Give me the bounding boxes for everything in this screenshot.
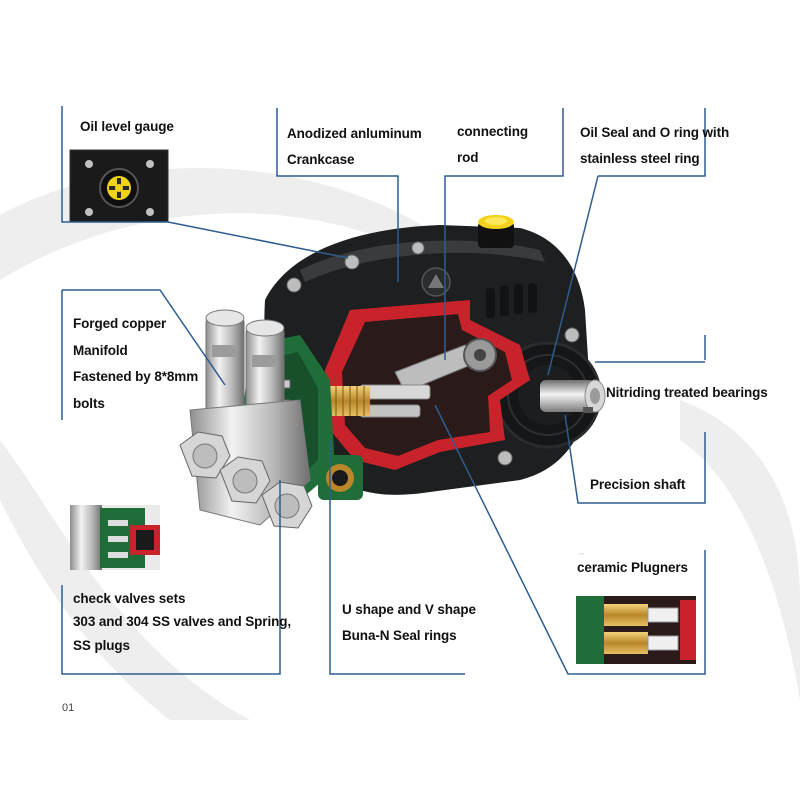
label-manifold-line2: Manifold <box>73 343 128 358</box>
label-precision-shaft: Precision shaft <box>590 477 686 492</box>
label-ceramic-plungers: ceramic Plugners <box>577 560 688 575</box>
label-seal-rings-line2: Buna-N Seal rings <box>342 628 457 643</box>
svg-text:·-·: ·-· <box>578 551 585 558</box>
label-check-valves-line3: SS plugs <box>73 638 130 653</box>
label-crankcase-line1: Anodized anluminum <box>287 126 422 141</box>
inset-ceramic-plungers <box>576 596 696 664</box>
precision-shaft-shape <box>540 379 606 413</box>
label-oil-seal-line2: stainless steel ring <box>580 151 700 166</box>
label-manifold-line3: Fastened by 8*8mm <box>73 369 199 384</box>
inset-oil-gauge <box>69 149 169 223</box>
label-manifold-line4: bolts <box>73 396 105 411</box>
oil-cap <box>478 215 514 248</box>
label-crankcase-line2: Crankcase <box>287 152 355 167</box>
label-oil-seal-line1: Oil Seal and O ring with <box>580 125 730 140</box>
page-number: 01 <box>62 702 75 714</box>
pump-illustration <box>179 215 606 529</box>
label-bearings: Nitriding treated bearings <box>606 385 768 400</box>
inset-check-valves <box>70 505 160 570</box>
label-manifold-line1: Forged copper <box>73 316 167 331</box>
label-seal-rings-line1: U shape and V shape <box>342 602 476 617</box>
label-oil-level-gauge: Oil level gauge <box>80 119 174 134</box>
label-check-valves-line1: check valves sets <box>73 591 186 606</box>
label-connecting-rod-line1: connecting <box>457 124 529 139</box>
label-connecting-rod-line2: rod <box>457 150 479 165</box>
label-check-valves-line2: 303 and 304 SS valves and Spring, <box>73 614 292 629</box>
connecting-rod-shape <box>394 338 497 393</box>
callout-lines <box>61 106 706 675</box>
